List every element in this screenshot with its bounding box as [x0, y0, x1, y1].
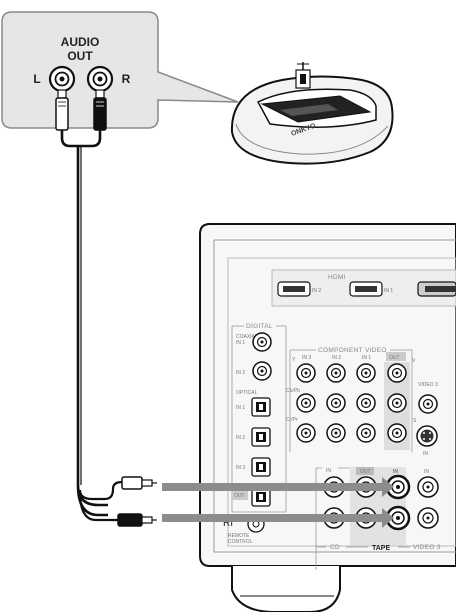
audio-out-title-line2: OUT — [67, 49, 93, 63]
coaxial-jack-in2 — [252, 361, 272, 381]
hdmi-label: HDMI — [328, 274, 346, 281]
cable-wire — [60, 130, 108, 517]
s-label: S — [413, 418, 417, 424]
right-rca-plug-bottom — [117, 513, 157, 527]
remote-label-line1: REMOTE — [228, 533, 250, 539]
video3-top-label: VIDEO 3 — [418, 382, 438, 388]
component-jack-grid — [296, 363, 407, 443]
component-col-in2: IN 2 — [332, 355, 341, 361]
hdmi-section: HDMI IN 2 IN 1 — [271, 269, 456, 307]
video3-bottom-label: VIDEO 3 — [413, 544, 441, 551]
optical-in2-label: IN 2 — [236, 435, 245, 441]
left-rca-plug-top — [55, 89, 69, 131]
component-row-y: Y — [292, 357, 296, 363]
video3-jack — [418, 394, 438, 414]
ri-label: RI — [223, 518, 233, 529]
v-label: V — [412, 358, 416, 364]
component-row-cb: Cb/Pb — [286, 388, 300, 394]
optical-label: OPTICAL — [236, 390, 258, 396]
optical-port-out — [251, 487, 271, 507]
coaxial-label: COAXIAL — [236, 334, 258, 340]
video3-section: V VIDEO 3 S IN — [412, 358, 438, 457]
component-jack — [296, 363, 316, 383]
component-jack — [356, 393, 376, 413]
component-jack — [296, 423, 316, 443]
coaxial-jack-in1 — [252, 332, 272, 352]
coaxial-in2-label: IN 2 — [236, 370, 245, 376]
video3-audio-jack-r — [417, 507, 439, 529]
optical-in1-label: IN 1 — [236, 405, 245, 411]
digital-label: DIGITAL — [246, 323, 273, 330]
component-col-in1: IN 1 — [362, 355, 371, 361]
optical-in3-label: IN 3 — [236, 465, 245, 471]
component-jack — [387, 363, 407, 383]
coaxial-in1-label: IN 1 — [236, 340, 245, 346]
tape-label: TAPE — [372, 545, 390, 552]
s-video-jack — [416, 425, 438, 447]
hdmi-port-in2 — [277, 281, 311, 297]
arrow-to-tape-in-r — [162, 508, 394, 528]
arrow-to-tape-in-l — [162, 477, 394, 497]
cd-in-label: IN — [326, 468, 331, 474]
component-col-out: OUT — [389, 355, 400, 361]
component-jack — [326, 423, 346, 443]
s-video-in-label: IN — [423, 451, 428, 457]
connection-arrows — [162, 477, 394, 528]
component-jack — [356, 423, 376, 443]
hdmi-port-out — [417, 281, 456, 297]
left-channel-label: L — [33, 72, 40, 86]
hdmi-port-in1 — [349, 281, 383, 297]
video3-audio-jack-l — [417, 476, 439, 498]
component-jack — [356, 363, 376, 383]
component-video-label: COMPONENT VIDEO — [318, 347, 387, 354]
dock-connector-icon — [295, 62, 311, 89]
audio-out-title-line1: AUDIO — [61, 35, 100, 49]
tape-in-col: IN — [393, 469, 398, 475]
component-col-in3: IN 3 — [302, 355, 311, 361]
right-rca-plug-top — [93, 89, 107, 131]
component-jack — [326, 393, 346, 413]
rca-cable — [55, 89, 157, 527]
right-channel-label: R — [122, 72, 131, 86]
tape-out-col: OUT — [360, 469, 371, 475]
component-video-section: COMPONENT VIDEO IN 3 IN 2 IN 1 OUT Y Cb/… — [286, 347, 413, 452]
optical-port-in2 — [251, 427, 271, 447]
component-jack — [296, 393, 316, 413]
digital-section: DIGITAL COAXIAL IN 1 IN 2 OPTICAL IN 1 I… — [223, 323, 287, 545]
optical-out-label: OUT — [234, 493, 245, 499]
cd-label: CD — [330, 544, 340, 551]
component-jack — [387, 423, 407, 443]
left-rca-jack — [48, 65, 76, 93]
optical-port-in1 — [251, 397, 271, 417]
component-row-cr: Cr/Pr — [286, 417, 298, 423]
right-rca-jack — [86, 65, 114, 93]
audio-out-callout: AUDIO OUT L R — [1, 11, 239, 129]
component-jack — [326, 363, 346, 383]
ipod-dock: ONKYO — [230, 62, 394, 165]
tape-in-jack-r — [385, 505, 411, 531]
component-jack — [387, 393, 407, 413]
video3-in-label: IN — [424, 469, 429, 475]
optical-port-in3 — [251, 457, 271, 477]
left-rca-plug-bottom — [121, 476, 157, 490]
hdmi-in1-label: IN 1 — [384, 288, 393, 294]
receiver-foot — [231, 566, 341, 612]
remote-label-line2: CONTROL — [228, 539, 253, 545]
hdmi-in2-label: IN 2 — [312, 288, 321, 294]
